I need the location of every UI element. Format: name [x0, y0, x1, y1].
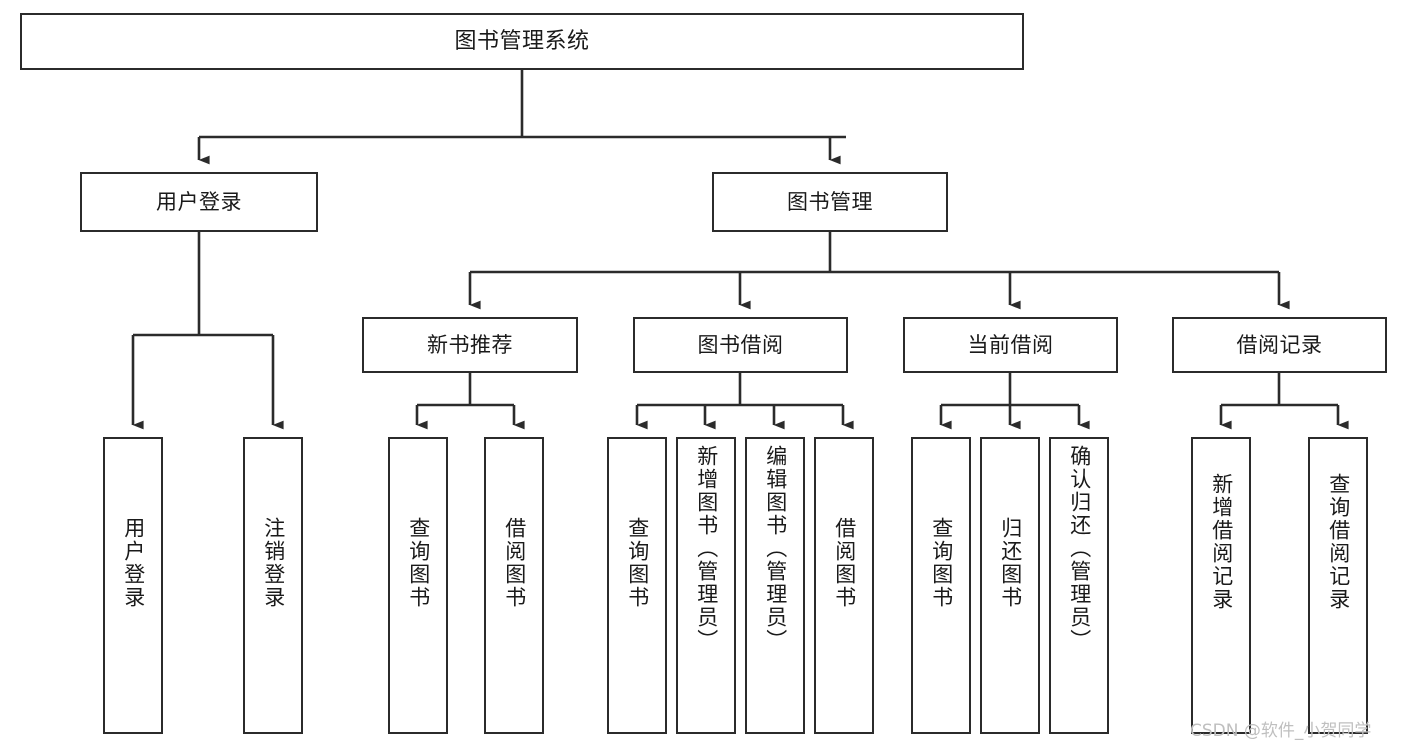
leaf-query-book-2-label: 查询图书 [625, 517, 650, 609]
node-new-book-rec-label: 新书推荐 [427, 332, 513, 357]
node-current-borrow[interactable]: 当前借阅 [903, 317, 1118, 373]
leaf-confirm-return[interactable]: 确认归还（管理员） [1049, 437, 1109, 734]
node-root[interactable]: 图书管理系统 [20, 13, 1024, 70]
node-book-borrow[interactable]: 图书借阅 [633, 317, 848, 373]
leaf-return-book[interactable]: 归还图书 [980, 437, 1040, 734]
leaf-query-book-1[interactable]: 查询图书 [388, 437, 448, 734]
leaf-query-book-3[interactable]: 查询图书 [911, 437, 971, 734]
leaf-edit-book-label: 编辑图书（管理员） [763, 445, 788, 652]
leaf-borrow-book-2-label: 借阅图书 [832, 517, 857, 609]
leaf-borrow-book-2[interactable]: 借阅图书 [814, 437, 874, 734]
leaf-add-book[interactable]: 新增图书（管理员） [676, 437, 736, 734]
node-user-login[interactable]: 用户登录 [80, 172, 318, 232]
leaf-query-record-label: 查询借阅记录 [1326, 473, 1351, 611]
leaf-user-login[interactable]: 用户登录 [103, 437, 163, 734]
leaf-borrow-book-1[interactable]: 借阅图书 [484, 437, 544, 734]
node-root-label: 图书管理系统 [454, 28, 590, 54]
leaf-edit-book[interactable]: 编辑图书（管理员） [745, 437, 805, 734]
leaf-user-login-label: 用户登录 [121, 517, 146, 609]
leaf-query-book-1-label: 查询图书 [406, 517, 431, 609]
csdn-watermark: CSDN @软件_小贺同学 [1190, 721, 1372, 741]
leaf-logout-login-label: 注销登录 [261, 517, 286, 609]
node-borrow-record-label: 借阅记录 [1236, 332, 1323, 357]
leaf-confirm-return-label: 确认归还（管理员） [1067, 445, 1092, 652]
node-book-manage-label: 图书管理 [787, 189, 873, 214]
leaf-query-book-2[interactable]: 查询图书 [607, 437, 667, 734]
node-book-manage[interactable]: 图书管理 [712, 172, 948, 232]
leaf-return-book-label: 归还图书 [998, 517, 1023, 609]
leaf-query-book-3-label: 查询图书 [929, 517, 954, 609]
leaf-add-record-label: 新增借阅记录 [1209, 473, 1234, 611]
leaf-query-record[interactable]: 查询借阅记录 [1308, 437, 1368, 734]
node-user-login-label: 用户登录 [156, 189, 242, 214]
node-current-borrow-label: 当前借阅 [967, 332, 1054, 357]
node-new-book-rec[interactable]: 新书推荐 [362, 317, 578, 373]
leaf-add-book-label: 新增图书（管理员） [694, 445, 719, 652]
leaf-borrow-book-1-label: 借阅图书 [502, 517, 527, 609]
node-borrow-record[interactable]: 借阅记录 [1172, 317, 1387, 373]
node-book-borrow-label: 图书借阅 [697, 332, 784, 357]
leaf-add-record[interactable]: 新增借阅记录 [1191, 437, 1251, 734]
leaf-logout-login[interactable]: 注销登录 [243, 437, 303, 734]
